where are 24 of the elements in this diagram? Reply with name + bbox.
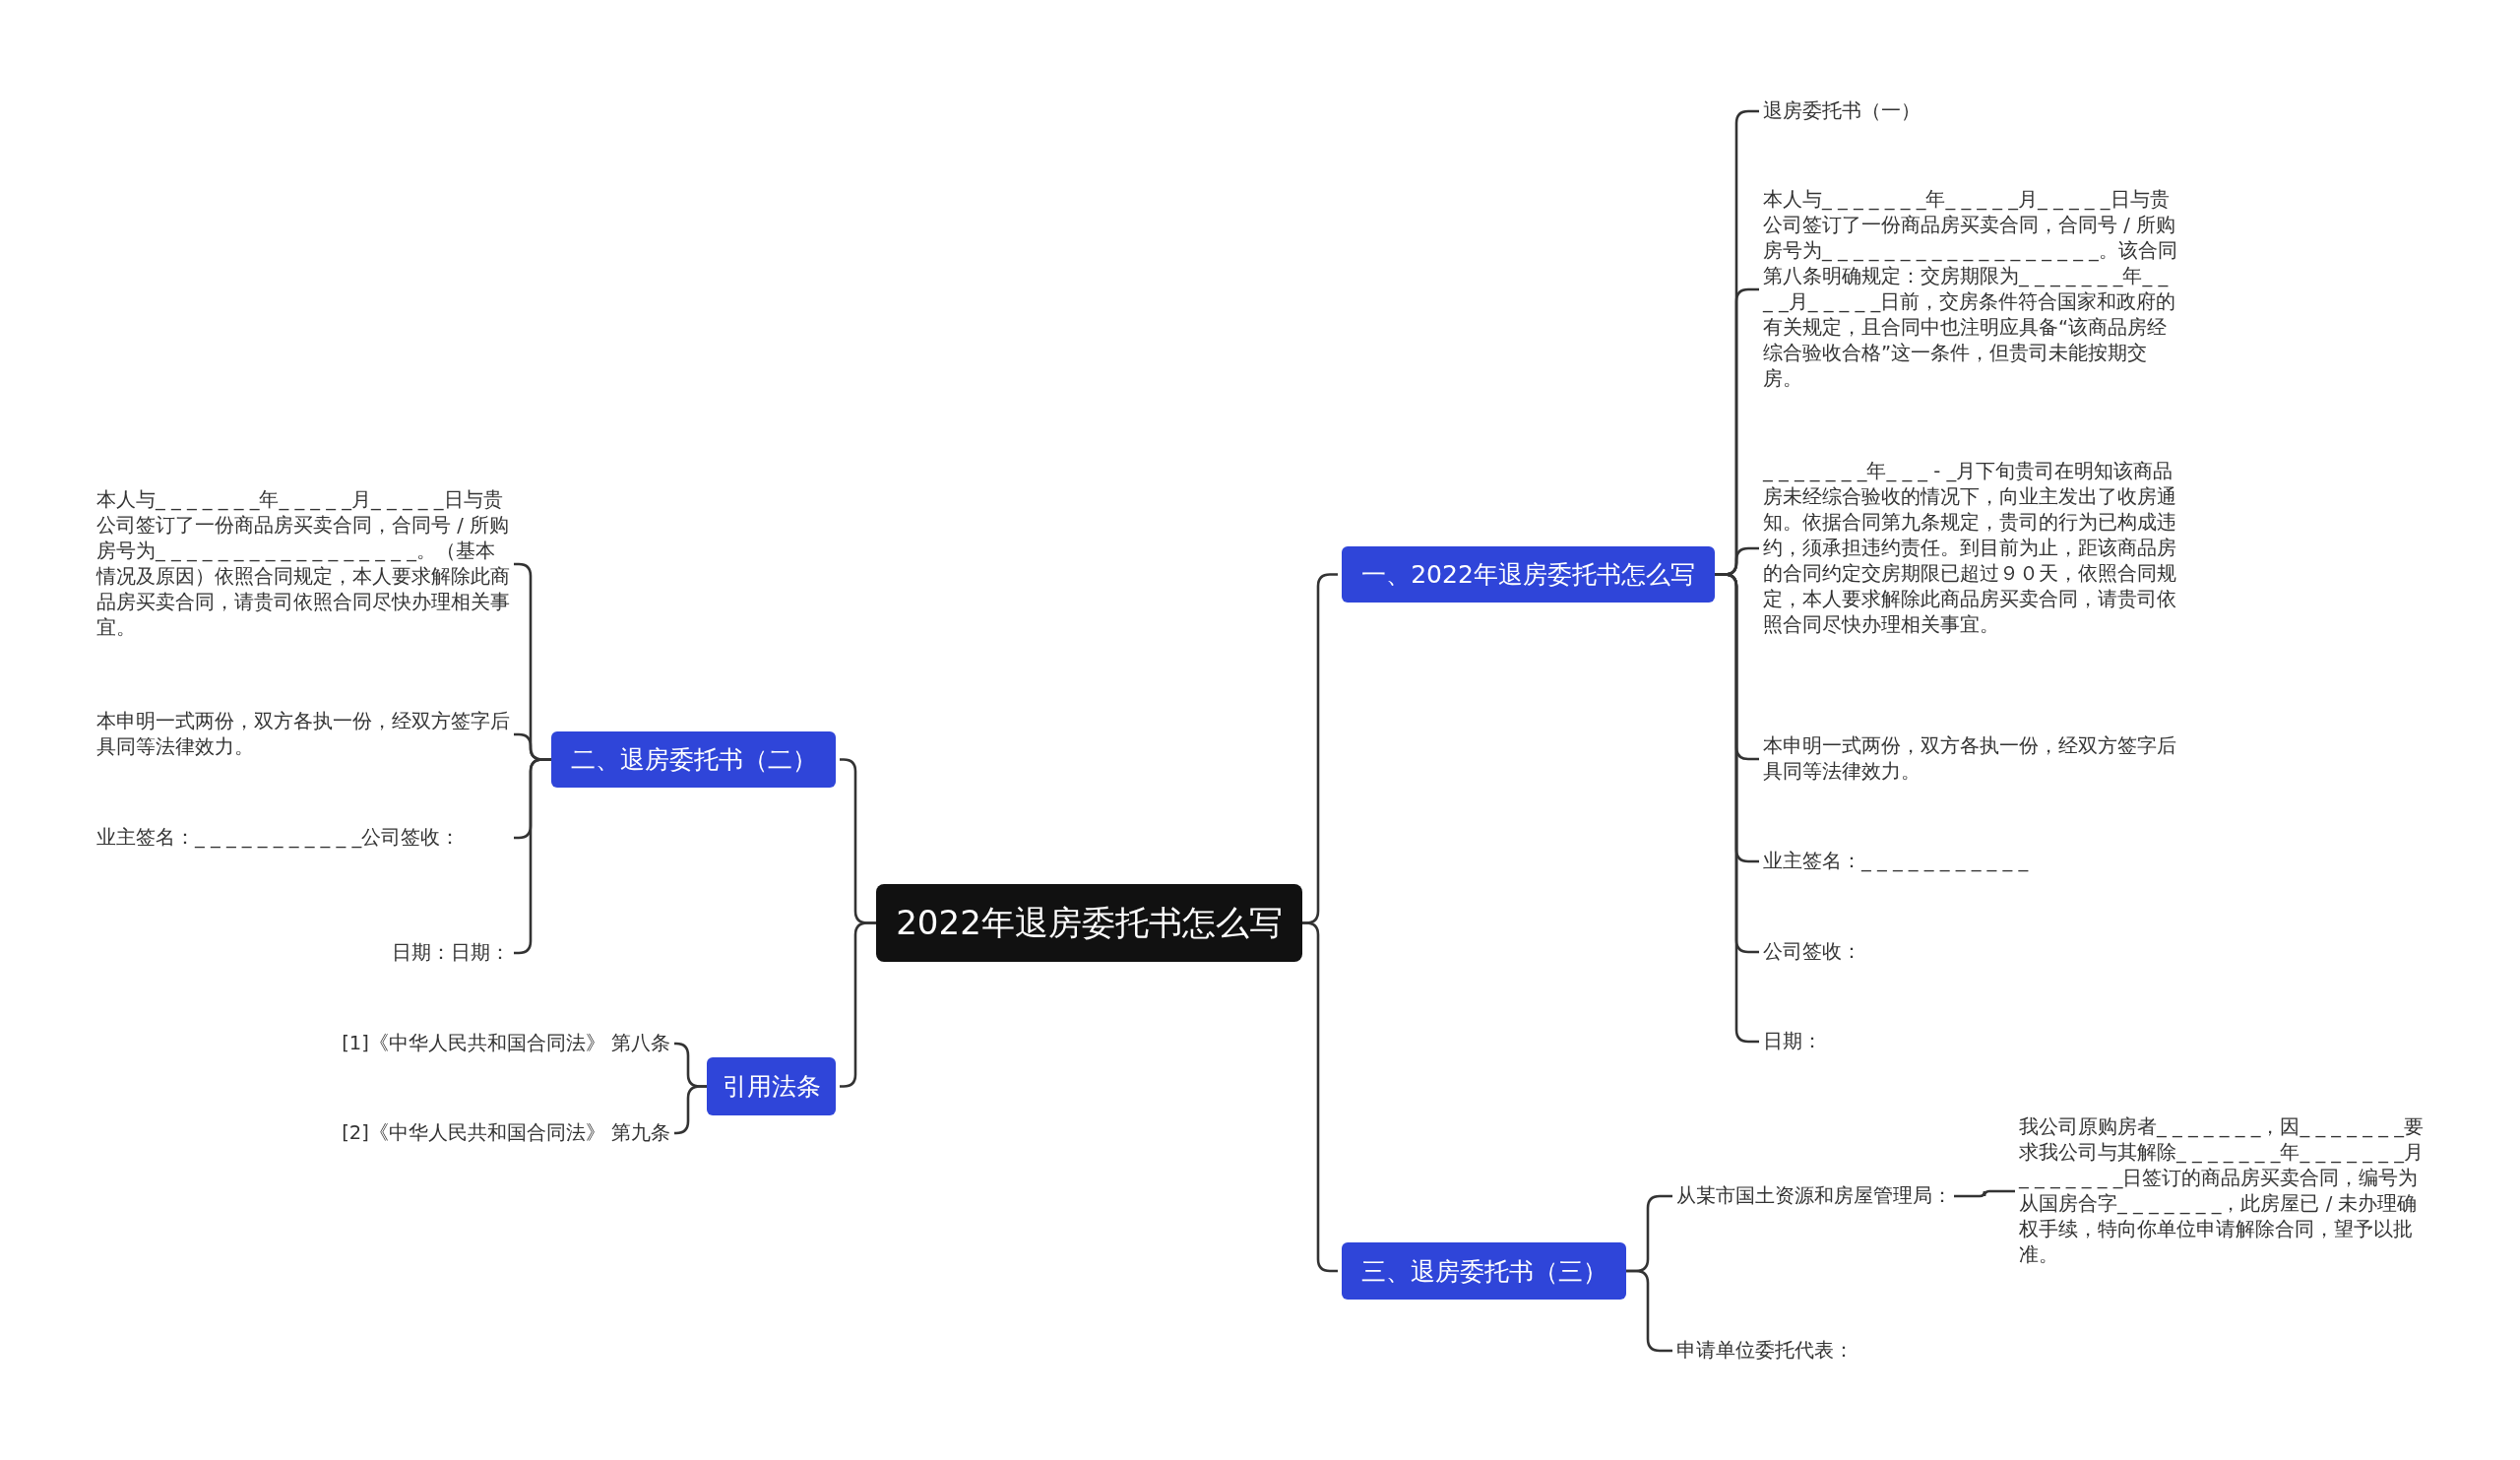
leaf-text: 申请单位委托代表：: [1676, 1338, 1856, 1364]
leaf-text: [2]《中华人民共和国合同法》 第九条: [340, 1120, 670, 1146]
branch-topic-box: 二、退房委托书（二）: [551, 731, 836, 788]
branch-topic-box: 三、退房委托书（三）: [1342, 1242, 1626, 1300]
leaf-text: 日期：: [1763, 1029, 2181, 1054]
leaf-text: 业主签名：_ _ _ _ _ _ _ _ _ _ _公司签收：: [96, 825, 510, 851]
leaf-text: 从某市国土资源和房屋管理局：: [1676, 1183, 1954, 1209]
connector-line: [674, 1085, 707, 1135]
leaf-text: 业主签名：_ _ _ _ _ _ _ _ _ _ _: [1763, 849, 2181, 874]
leaf-text: 日期：日期：: [195, 940, 510, 966]
leaf-text: 公司签收：: [1763, 939, 2181, 965]
leaf-text: [1]《中华人民共和国合同法》 第八条: [340, 1031, 670, 1056]
leaf-text: _ _ _ _ _ _ _年_ _ _ - _月下旬贵司在明知该商品房未经综合验收的情况下，向业主发出了收房通知。依据合同第九条规定，贵司的行为已构成违约，须承担违约责任。到目前为止，距该商品房的合同约定交房期限已超过９０天，依照合同规定，本人要求解除此商品房买卖合同，请贵司依照合同尽快办理相关事宜。: [1763, 459, 2181, 638]
root-topic-box: 2022年退房委托书怎么写: [876, 884, 1302, 962]
connector-line: [1302, 921, 1338, 1273]
branch-topic-box: 一、2022年退房委托书怎么写: [1342, 546, 1715, 603]
leaf-text: 本申明一式两份，双方各执一份，经双方签字后具同等法律效力。: [96, 709, 510, 760]
leaf-text: 我公司原购房者_ _ _ _ _ _ _，因_ _ _ _ _ _ _要求我公司与其解除_ _ _ _ _ _ _年_ _ _ _ _ _ _月_ _ _ _ _ _ _日签订的商品房买卖合同，编号为从国房合字_ _ _ _ _ _ _，此房屋已 / 未办理确权手续，特向你单位申请解除合同，望予以批准。: [2019, 1114, 2432, 1268]
connector-line: [1954, 1189, 2015, 1198]
branch-topic-box: 引用法条: [707, 1057, 836, 1115]
leaf-text: 本申明一式两份，双方各执一份，经双方签字后具同等法律效力。: [1763, 733, 2181, 785]
leaf-text: 本人与_ _ _ _ _ _ _年_ _ _ _ _月_ _ _ _ _日与贵公司签订了一份商品房买卖合同，合同号 / 所购房号为_ _ _ _ _ _ _ _ _ _ _ _ _ _ _ _ _。（基本情况及原因）依照合同规定，本人要求解除此商品房买卖合同，请贵司依照合同尽快办理相关事宜。: [96, 487, 510, 641]
leaf-text: 本人与_ _ _ _ _ _ _年_ _ _ _ _月_ _ _ _ _日与贵公司签订了一份商品房买卖合同，合同号 / 所购房号为_ _ _ _ _ _ _ _ _ _ _ _ _ _ _ _ _ _。该合同第八条明确规定：交房期限为_ _ _ _ _ _ _年_ _ _ _月_ _ _ _ _日前，交房条件符合国家和政府的有关规定，且合同中也注明应具备“该商品房经综合验收合格”这一条件，但贵司未能按期交房。: [1763, 187, 2181, 392]
leaf-text: 退房委托书（一）: [1763, 98, 2181, 124]
